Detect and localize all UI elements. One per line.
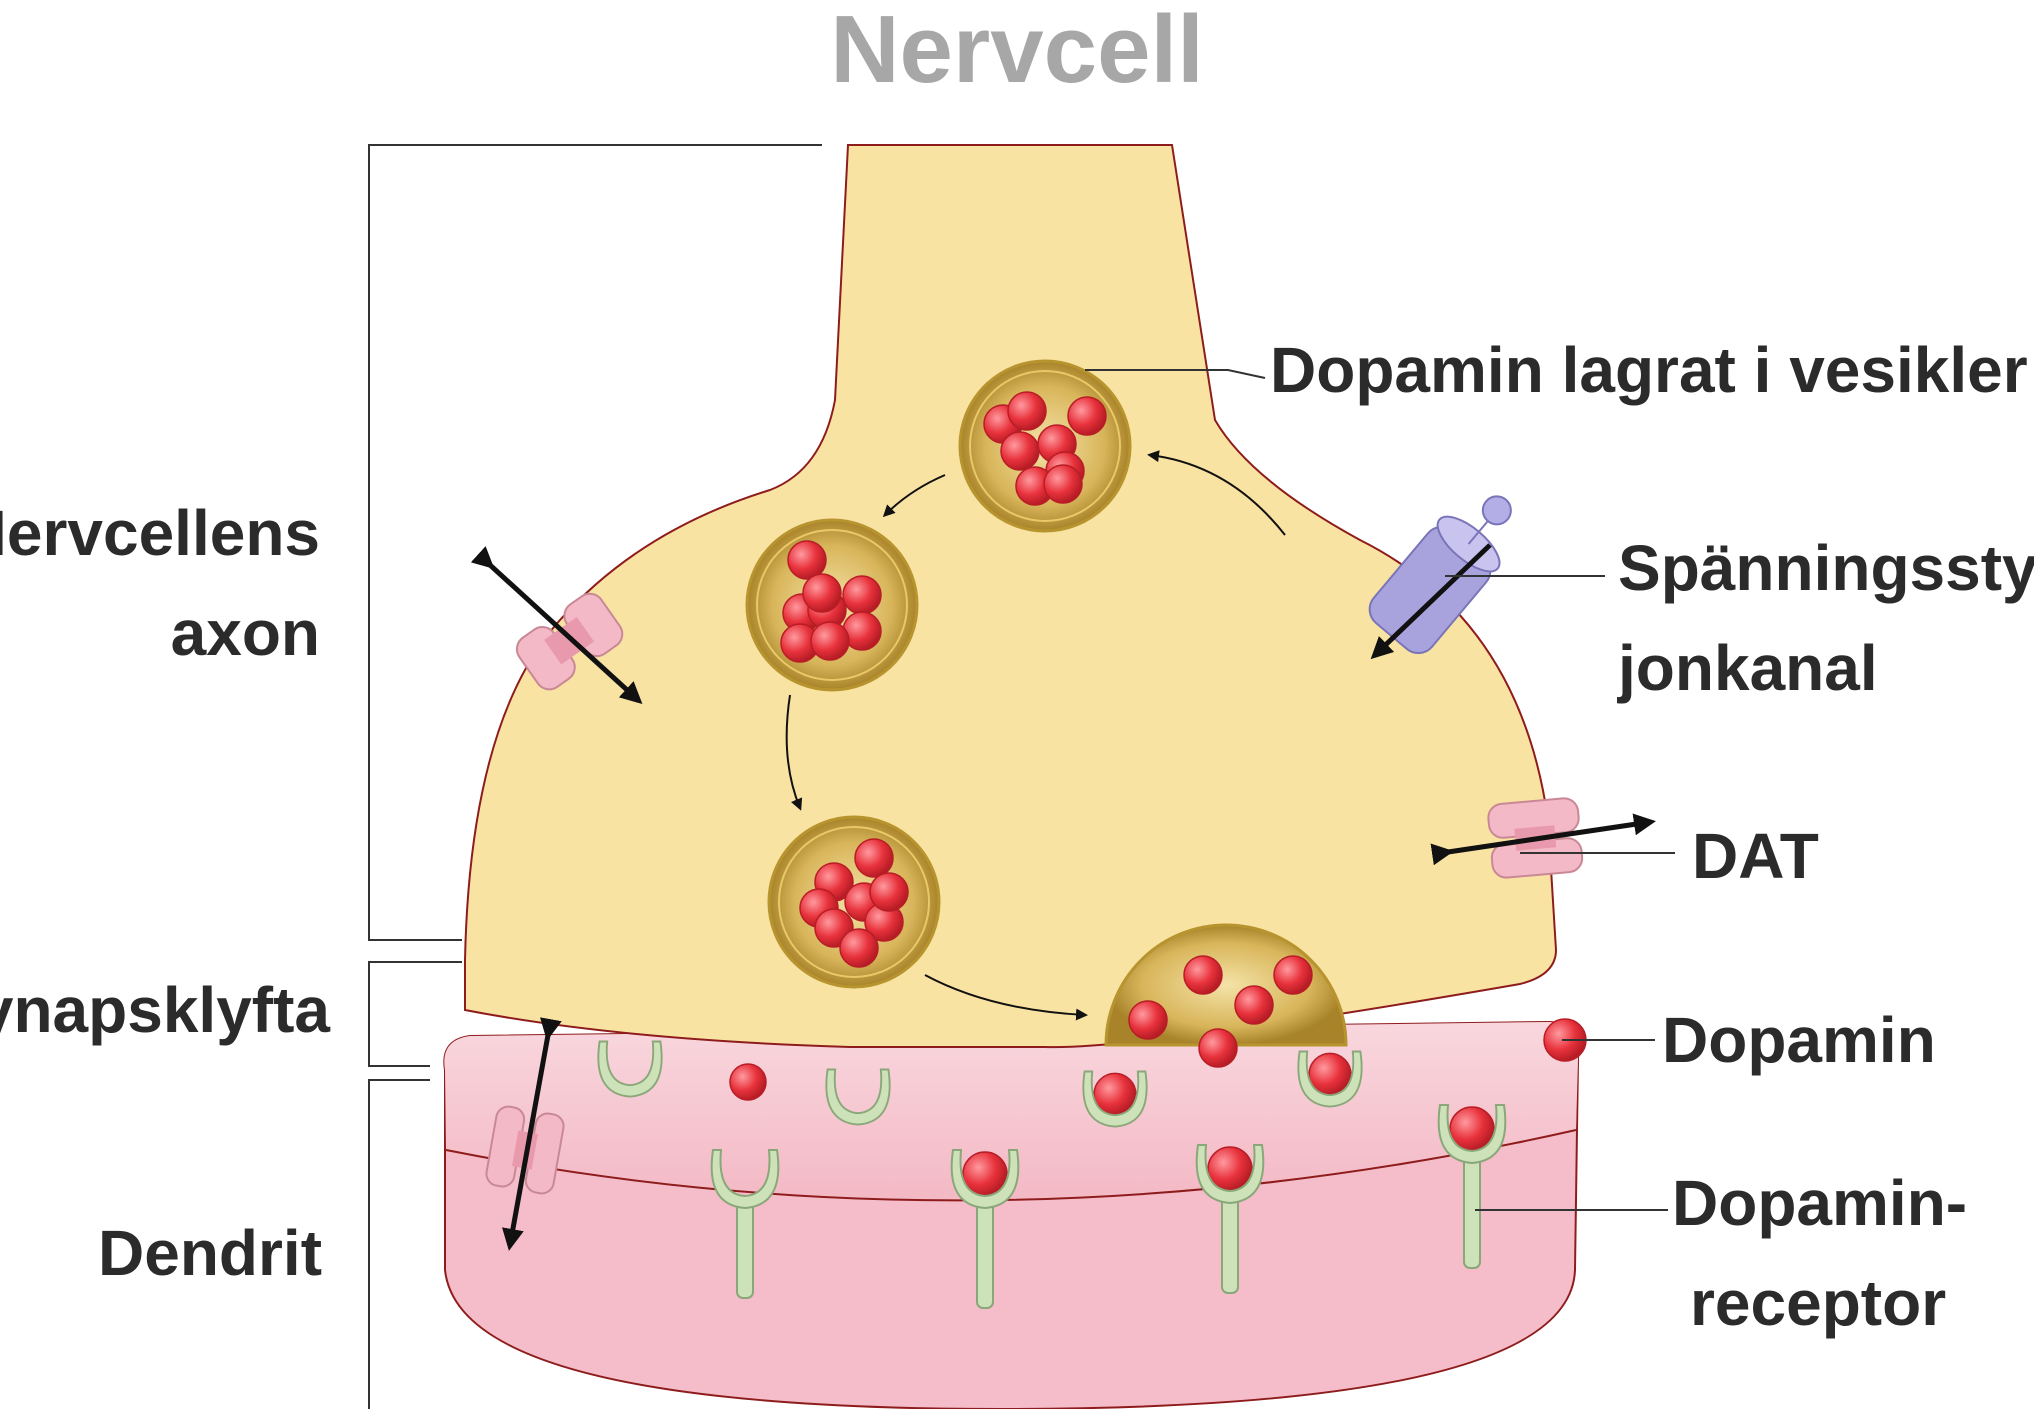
dopamine-receptor (1297, 1050, 1363, 1108)
dopamine-molecule (810, 621, 850, 661)
axon-bracket (368, 144, 822, 941)
label-receptor-line1: Dopamin- (1672, 1167, 1967, 1239)
dopamine-molecule (842, 575, 882, 615)
label-cleft: Synapsklyfta (0, 974, 330, 1046)
dopamine-molecule (1000, 431, 1040, 471)
label-axon-line1: Nervcellens (0, 497, 320, 569)
cleft-bracket (368, 961, 462, 1067)
label-vesicles: Dopamin lagrat i vesikler (1270, 334, 2028, 406)
voltage-gated-ion-channel (1368, 495, 1512, 655)
dopamine-receptors (597, 1040, 1507, 1309)
transport-arrows (470, 543, 1656, 1251)
dendrite-bracket (368, 1079, 430, 1409)
dopamine-molecule (1183, 955, 1223, 995)
dendrite (443, 1020, 1580, 1409)
label-channel-line1: Spänningsstyrd (1618, 532, 2034, 604)
dopamine-molecule (787, 540, 827, 580)
dopamine-molecule (1198, 1028, 1238, 1068)
label-dendrite: Dendrit (98, 1217, 322, 1289)
dopamine-molecule (869, 872, 909, 912)
dopamine-receptor (1082, 1070, 1148, 1128)
leader-lines (1085, 369, 1675, 1211)
vesicle-cycle-arrows (785, 450, 1286, 1021)
dopamine-receptor (825, 1068, 891, 1126)
label-axon-line2: axon (171, 597, 320, 669)
dopamine-receptor (597, 1040, 663, 1098)
label-receptor-line2: receptor (1690, 1267, 1946, 1339)
dopamine-molecule (1007, 391, 1047, 431)
dopamine-molecule (1043, 464, 1083, 504)
dopamine-receptor (710, 1149, 780, 1299)
dopamine-receptor (1195, 1144, 1265, 1294)
dopamine-molecule (854, 838, 894, 878)
dopamine-molecule (1273, 955, 1313, 995)
dopamine-molecule (1234, 985, 1274, 1025)
dopamine-molecule (839, 928, 879, 968)
label-channel-line2: jonkanal (1617, 632, 1878, 704)
diagram-title: Nervcell (830, 0, 1204, 103)
dopamine-receptor (950, 1149, 1020, 1309)
dopamine-molecule (729, 1063, 767, 1101)
dopamine-molecule (1128, 1000, 1168, 1040)
dopamine-molecule (802, 573, 842, 613)
label-dat: DAT (1692, 820, 1819, 892)
label-dopamine: Dopamin (1662, 1004, 1936, 1076)
dopamine-molecule (1067, 396, 1107, 436)
